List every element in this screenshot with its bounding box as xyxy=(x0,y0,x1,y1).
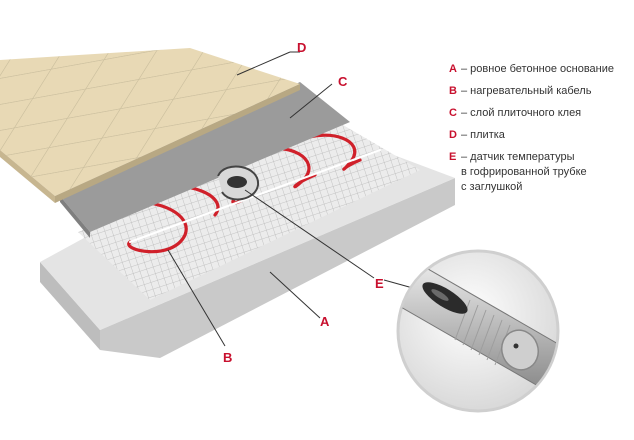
callout-c: C xyxy=(338,74,348,89)
legend: A – ровное бетонное основание B – нагрев… xyxy=(449,62,629,202)
legend-key: B xyxy=(449,85,457,97)
legend-key: C xyxy=(449,107,457,119)
callout-e: E xyxy=(375,276,384,291)
legend-key: D xyxy=(449,129,457,141)
legend-key: A xyxy=(449,63,457,75)
legend-text: – ровное бетонное основание xyxy=(461,63,615,75)
tile-layer xyxy=(0,48,300,203)
sensor-magnifier xyxy=(396,249,560,413)
legend-item-a: A – ровное бетонное основание xyxy=(449,62,629,77)
tile-adhesive-layer xyxy=(60,82,350,238)
callout-d: D xyxy=(297,40,306,55)
legend-text: – нагревательный кабель xyxy=(461,85,592,97)
legend-item-d: D – плитка xyxy=(449,128,629,143)
legend-item-c: C – слой плиточного клея xyxy=(449,106,629,121)
leader-lines xyxy=(167,51,421,347)
legend-text: – плитка xyxy=(461,129,505,141)
callout-a: A xyxy=(320,314,330,329)
callout-b: B xyxy=(223,350,232,365)
legend-key: E xyxy=(449,151,457,163)
legend-text: – датчик температуры в гофрированной тру… xyxy=(461,151,587,193)
legend-item-e: E – датчик температуры в гофрированной т… xyxy=(449,150,629,195)
legend-text: – слой плиточного клея xyxy=(461,107,582,119)
legend-item-b: B – нагревательный кабель xyxy=(449,84,629,99)
sensor-tube xyxy=(217,165,260,201)
